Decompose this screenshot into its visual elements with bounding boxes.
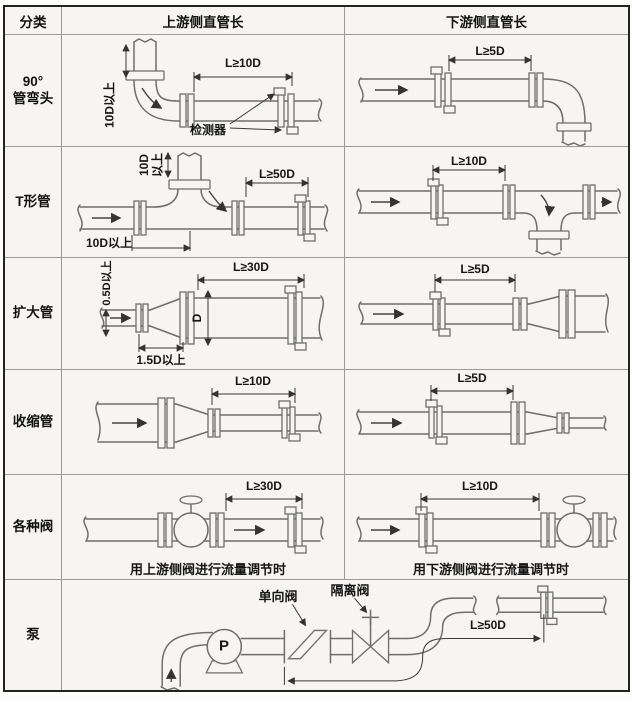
pump-dim-label: L≥50D xyxy=(470,618,506,632)
expander-up-vdim-label: 0.5D以上 xyxy=(101,260,113,306)
flowmeter-piping-table: 分类 上游侧直管长 下游侧直管长 90° 管弯头 xyxy=(3,5,630,692)
reducer-down-dim-label: L≥5D xyxy=(457,371,487,385)
expander-up-bottom-dim-label: 1.5D以上 xyxy=(136,353,186,367)
valves-downstream-diagram xyxy=(356,493,617,554)
reducer-up-dim-label: L≥10D xyxy=(235,374,271,388)
tee-downstream-diagram xyxy=(356,165,622,256)
category-reducer: 收缩管 xyxy=(5,370,62,475)
expander-up-dim-label: L≥30D xyxy=(233,260,269,274)
expander-diameter-label: D xyxy=(190,313,204,323)
category-pump: 泵 xyxy=(5,580,62,690)
cell-tee-upstream: L≥50D 10D 以上 10D以上 xyxy=(62,147,345,258)
expander-downstream-diagram xyxy=(358,274,610,339)
cell-valves-downstream: L≥10D 用下游侧阀进行流量调节时 xyxy=(345,475,628,580)
category-elbow-line1: 90° xyxy=(22,73,44,89)
category-expander-label: 扩大管 xyxy=(12,305,54,321)
category-reducer-label: 收缩管 xyxy=(12,413,54,429)
category-elbow-line2: 管弯头 xyxy=(12,90,54,106)
tee-down-dim-label: L≥10D xyxy=(451,154,487,168)
header-upstream-label: 上游侧直管长 xyxy=(162,14,244,30)
cell-expander-upstream: L≥30D 0.5D以上 D 1.5D以上 xyxy=(62,258,345,370)
cell-reducer-upstream: L≥10D xyxy=(62,370,345,475)
check-valve-label: 单向阀 xyxy=(258,589,298,604)
valves-up-caption: 用上游侧阀进行流量调节时 xyxy=(129,562,287,577)
expander-upstream-diagram xyxy=(99,274,325,352)
cell-tee-downstream: L≥10D xyxy=(345,147,628,258)
cell-elbow-upstream: L≥10D 10D以上 检测器 xyxy=(62,35,345,147)
elbow-upstream-diagram xyxy=(122,38,323,135)
category-tee: T形管 xyxy=(5,147,62,258)
elbow-down-dim-label: L≥5D xyxy=(475,44,505,58)
tee-upstream-diagram xyxy=(77,151,329,252)
valves-down-caption: 用下游侧阀进行流量调节时 xyxy=(412,562,570,577)
cell-valves-upstream: L≥30D 用上游侧阀进行流量调节时 xyxy=(62,475,345,580)
valves-down-dim-label: L≥10D xyxy=(462,479,498,493)
header-downstream: 下游侧直管长 xyxy=(345,7,628,35)
category-expander: 扩大管 xyxy=(5,258,62,370)
category-tee-label: T形管 xyxy=(15,193,51,209)
cell-expander-downstream: L≥5D xyxy=(345,258,628,370)
detector-label: 检测器 xyxy=(189,123,227,137)
valves-up-dim-label: L≥30D xyxy=(246,479,282,493)
tee-up-vdim-line2: 以上 xyxy=(150,152,165,178)
valves-upstream-diagram xyxy=(83,493,324,554)
category-elbow: 90° 管弯头 xyxy=(5,35,62,147)
expander-down-dim-label: L≥5D xyxy=(460,262,490,276)
tee-up-dim-label: L≥50D xyxy=(259,167,295,181)
pump-letter: P xyxy=(218,637,230,655)
category-valves: 各种阀 xyxy=(5,475,62,580)
cell-pump: P 单向阀 隔离阀 L≥50D xyxy=(62,580,628,690)
header-category-label: 分类 xyxy=(19,14,47,30)
header-category: 分类 xyxy=(5,7,62,35)
reducer-downstream-diagram xyxy=(356,385,607,445)
elbow-up-vdim-label: 10D以上 xyxy=(102,81,117,129)
category-valves-label: 各种阀 xyxy=(12,518,54,534)
tee-up-bottom-dim-label: 10D以上 xyxy=(86,236,133,250)
cell-reducer-downstream: L≥5D xyxy=(345,370,628,475)
pump-diagram xyxy=(160,585,607,690)
category-pump-label: 泵 xyxy=(26,626,40,642)
reducer-upstream-diagram xyxy=(95,388,322,449)
elbow-downstream-diagram xyxy=(358,55,592,146)
isolation-valve-label: 隔离阀 xyxy=(330,583,370,598)
elbow-up-dim-label: L≥10D xyxy=(225,56,261,70)
header-downstream-label: 下游侧直管长 xyxy=(446,14,527,30)
cell-elbow-downstream: L≥5D xyxy=(345,35,628,147)
header-upstream: 上游侧直管长 xyxy=(62,7,345,35)
